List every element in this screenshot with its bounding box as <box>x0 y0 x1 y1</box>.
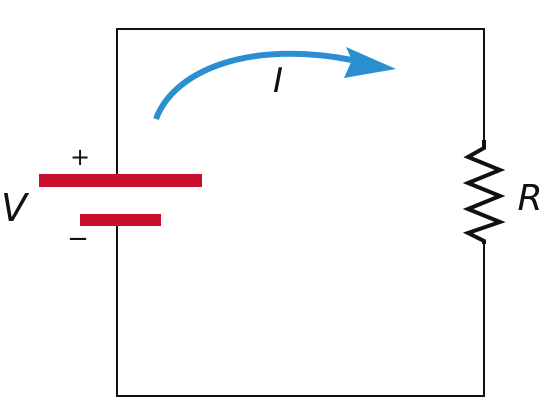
current-arrow-head <box>344 47 396 78</box>
current-arrow <box>153 47 396 121</box>
circuit-wires <box>116 28 485 397</box>
battery-plus-label: + <box>70 143 90 171</box>
current-arrow-arc <box>153 50 353 121</box>
battery-minus-label: − <box>67 224 89 254</box>
resistor-symbol <box>462 140 506 244</box>
wire-left-bottom <box>116 219 485 397</box>
battery-symbol <box>39 174 202 226</box>
current-label: I <box>273 61 283 101</box>
battery-positive-plate <box>39 174 202 187</box>
resistance-label: R <box>517 178 542 219</box>
battery-negative-plate <box>80 214 161 226</box>
voltage-label: V <box>1 186 30 230</box>
wire-left-top <box>116 28 485 181</box>
